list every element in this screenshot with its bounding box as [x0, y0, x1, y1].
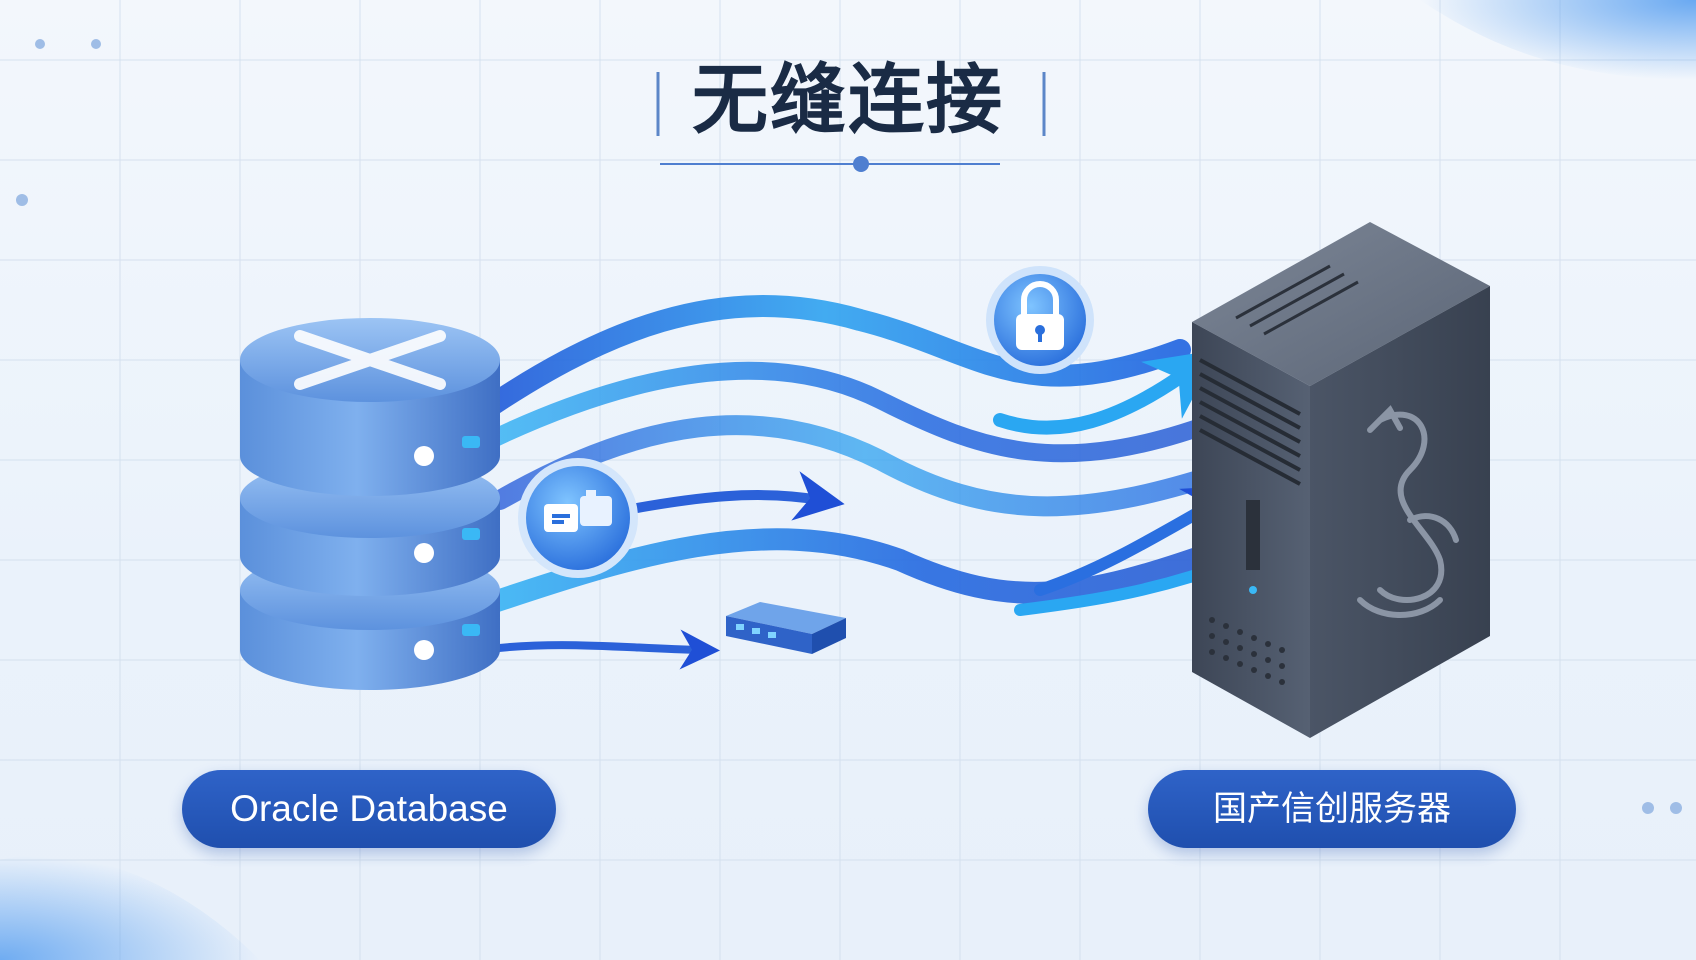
corner-wave-top-right [1420, 0, 1696, 80]
flow-stream-6 [476, 629, 720, 670]
plug-connector-icon [544, 490, 612, 532]
flow-stream-7 [993, 349, 1219, 435]
dragon-emblem [1357, 405, 1459, 618]
decorative-dots [16, 39, 1682, 814]
database-indicator [414, 446, 434, 466]
corner-wave-bottom-left [0, 854, 260, 960]
flow-stream-1 [459, 295, 1191, 431]
server-drive-bay [1246, 500, 1260, 570]
target-label-pill: 国产信创服务器 [1148, 770, 1516, 848]
flow-stream-3 [490, 415, 1240, 517]
database-icon [240, 318, 500, 690]
source-label: Oracle Database [230, 788, 508, 829]
flow-stream-2 [461, 361, 1229, 463]
target-label: 国产信创服务器 [1213, 789, 1451, 829]
server-power-led [1249, 586, 1257, 594]
lock-badge [986, 266, 1094, 374]
server-tower-icon [1192, 222, 1490, 738]
database-indicator [414, 640, 434, 660]
title-decoration [656, 72, 1046, 172]
network-adapter-icon [726, 602, 846, 654]
database-indicator [414, 543, 434, 563]
source-label-pill: Oracle Database [182, 770, 556, 848]
lock-icon [1016, 281, 1064, 350]
database-logo-mark [294, 330, 446, 390]
page-title: 无缝连接 [692, 55, 1004, 144]
connector-badge [518, 458, 638, 578]
